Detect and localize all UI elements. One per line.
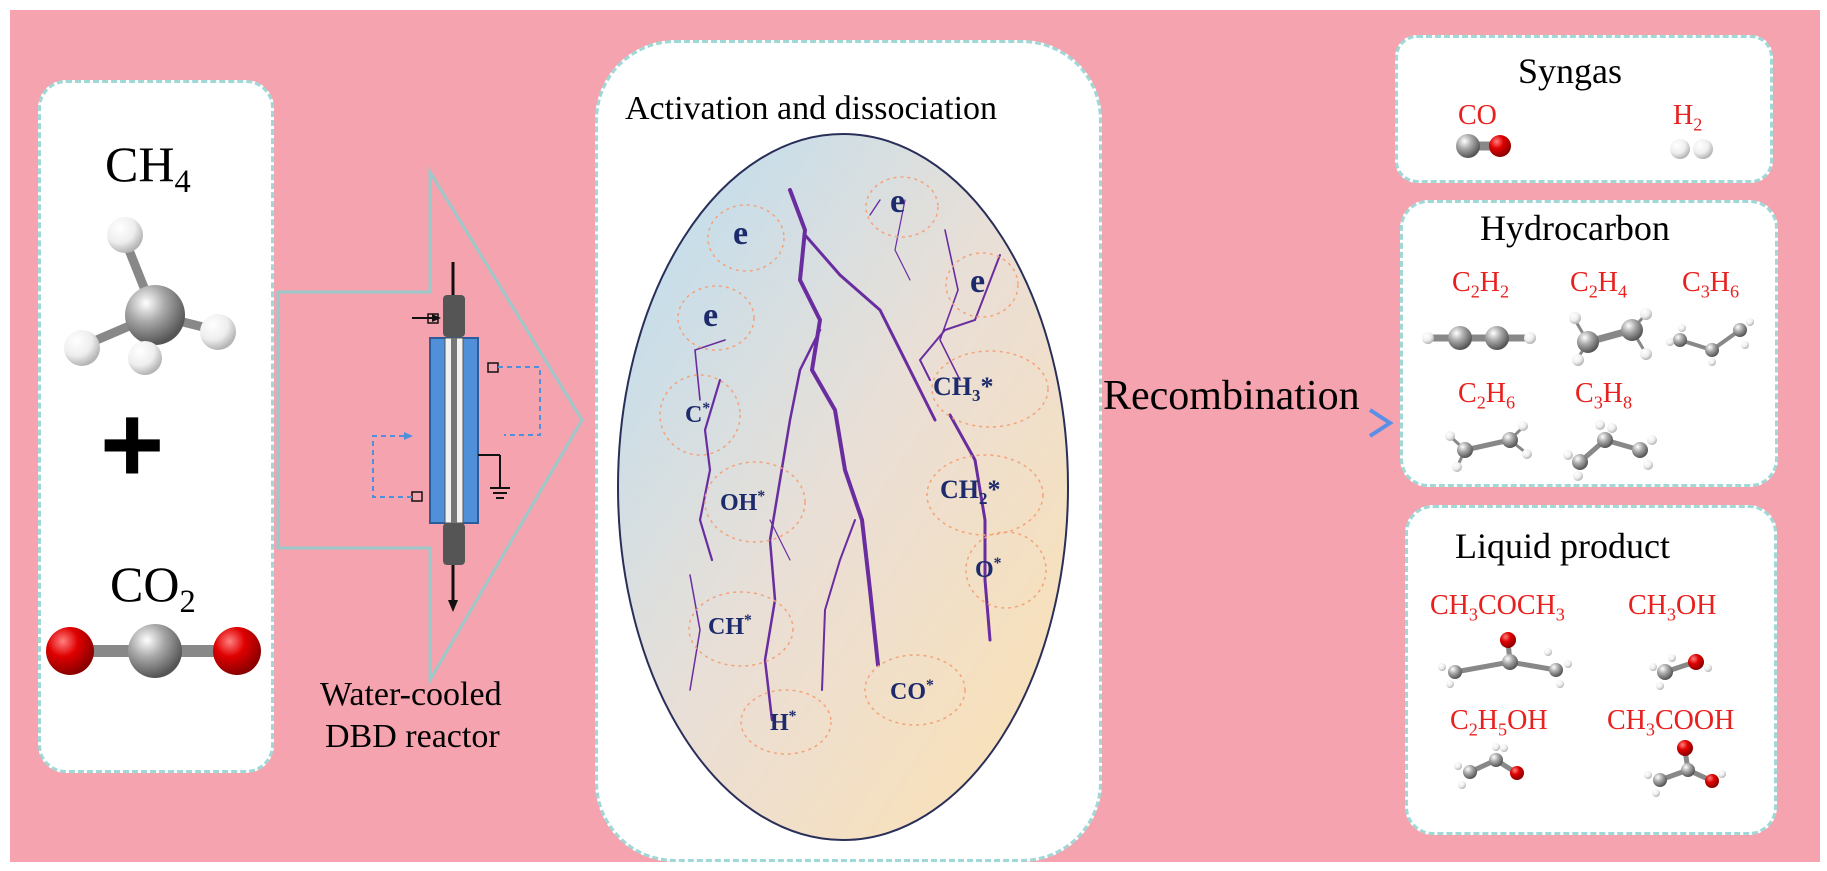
activation-title: Activation and dissociation xyxy=(625,90,998,127)
plasma-oval xyxy=(617,133,1069,841)
syngas-title: Syngas xyxy=(1518,51,1623,91)
species-o: O* xyxy=(975,555,1002,583)
recombination-label: Recombination xyxy=(1103,373,1360,419)
c3h8-label: C3H8 xyxy=(1575,378,1633,413)
methanol-label: CH3OH xyxy=(1628,590,1717,625)
species-e3: e xyxy=(970,263,986,300)
acetone-label: CH3COCH3 xyxy=(1430,590,1565,625)
c2h2-label: C2H2 xyxy=(1452,267,1510,302)
h2-sub: 2 xyxy=(1693,114,1703,135)
plus-sign: + xyxy=(100,383,165,506)
syngas-co: CO xyxy=(1458,100,1497,131)
species-e2: e xyxy=(890,183,906,220)
c3h8-molecule xyxy=(1563,420,1657,481)
co2-label: CO2 xyxy=(110,555,196,621)
ethanol-label: C2H5OH xyxy=(1450,705,1548,740)
species-ch3: CH3* xyxy=(933,372,994,406)
c2h2-molecule xyxy=(1422,326,1536,350)
acetone-molecule xyxy=(1438,632,1572,688)
species-oh: OH* xyxy=(720,488,766,516)
species-co: CO* xyxy=(890,677,934,705)
dbd-reactor xyxy=(372,262,541,612)
co2-sub: 2 xyxy=(179,584,196,620)
hydrocarbon-title: Hydrocarbon xyxy=(1480,208,1670,248)
co2-base: CO xyxy=(110,556,180,612)
acetic-label: CH3COOH xyxy=(1607,705,1735,740)
syngas-h2: H2 xyxy=(1673,100,1702,136)
c3h6-label: C3H6 xyxy=(1682,267,1740,302)
ch4-base: CH xyxy=(105,136,175,192)
methanol-molecule xyxy=(1649,654,1712,690)
c2h4-molecule xyxy=(1569,308,1652,366)
species-e4: e xyxy=(703,297,719,334)
co2-molecule xyxy=(46,624,261,678)
reactor-caption-line2: DBD reactor xyxy=(325,718,500,755)
co-molecule xyxy=(1456,134,1511,158)
ethanol-molecule xyxy=(1454,743,1524,789)
ch4-sub: 4 xyxy=(174,164,191,200)
species-h: H* xyxy=(770,708,797,736)
species-ch2: CH2* xyxy=(940,475,1001,509)
c2h4-label: C2H4 xyxy=(1570,267,1628,302)
ch4-molecule xyxy=(64,217,236,375)
process-arrow xyxy=(276,166,584,686)
species-c: C* xyxy=(685,400,711,428)
ch4-label: CH4 xyxy=(105,135,191,201)
c3h6-molecule xyxy=(1666,318,1754,366)
syngas-panel xyxy=(1395,35,1773,183)
species-e1: e xyxy=(733,215,749,252)
reactor-caption-line1: Water-cooled xyxy=(320,676,502,713)
species-ch: CH* xyxy=(708,612,752,640)
h2-base: H xyxy=(1673,100,1694,131)
liquid-title: Liquid product xyxy=(1455,526,1670,566)
recombination-arrow xyxy=(1110,408,1394,438)
c2h6-label: C2H6 xyxy=(1458,378,1516,413)
acetic-acid-molecule xyxy=(1644,740,1726,797)
h2-molecule xyxy=(1670,139,1713,159)
c2h6-molecule xyxy=(1445,421,1532,472)
